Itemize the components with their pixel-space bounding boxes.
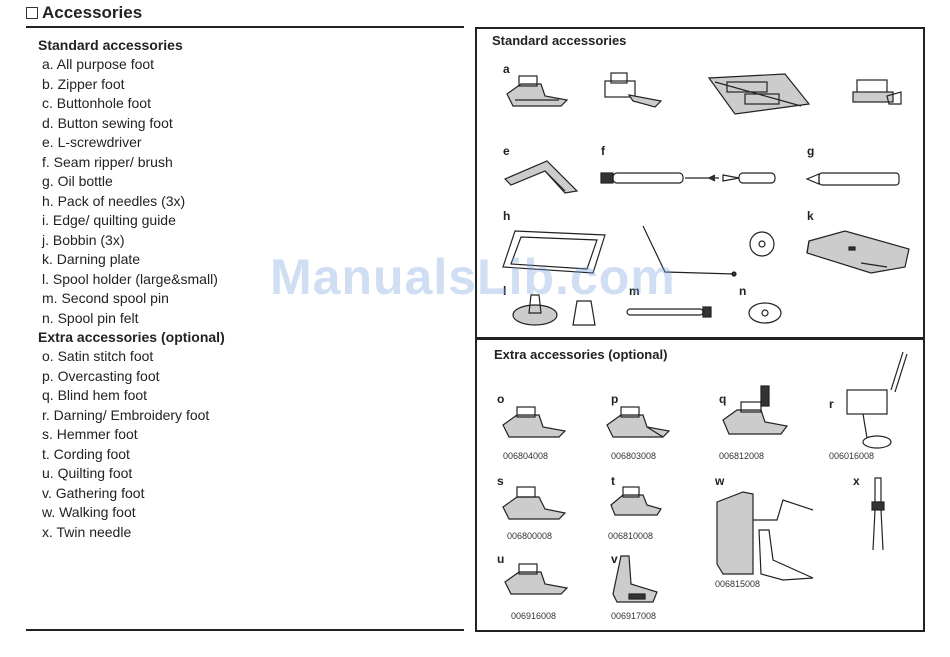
list-item: u. Quilting foot (42, 465, 133, 481)
label-e: e (503, 144, 510, 158)
needles-pack-image (502, 230, 606, 274)
spool-holder-image (512, 294, 596, 326)
label-q: q (719, 392, 727, 406)
page-title: Accessories (26, 3, 142, 23)
list-item: p. Overcasting foot (42, 367, 160, 384)
label-n: n (739, 284, 747, 298)
list-item: b. Zipper foot (42, 75, 125, 92)
page-title-text: Accessories (42, 3, 143, 22)
label-h: h (503, 209, 511, 223)
label-g: g (807, 144, 815, 158)
code-q: 006812008 (719, 451, 765, 461)
extra-accessories-panel: Extra accessories (optional) o 006804008… (475, 338, 925, 632)
code-u: 006916008 (511, 611, 557, 621)
list-item: o. Satin stitch foot (42, 348, 154, 364)
bottom-rule (26, 629, 464, 631)
list-item: s. Hemmer foot (42, 426, 138, 442)
buttonhole-foot-image (707, 73, 811, 115)
top-rule (26, 26, 464, 28)
extra-heading: Extra accessories (optional) (38, 329, 225, 345)
oil-bottle-image (805, 172, 900, 186)
l-screwdriver-image (503, 160, 579, 194)
list-item: q. Blind hem foot (42, 387, 148, 403)
label-o: o (497, 392, 505, 406)
code-v: 006917008 (611, 611, 657, 621)
list-item: i. Edge/ quilting guide (42, 212, 176, 228)
zipper-foot-image (604, 72, 663, 108)
list-item: a. All purpose foot (42, 56, 155, 72)
cording-foot-image (610, 486, 662, 516)
list-item: n. Spool pin felt (42, 309, 139, 326)
label-l: l (503, 284, 507, 298)
seam-ripper-brush-image (600, 172, 776, 184)
satin-stitch-foot-image (502, 406, 567, 438)
label-u: u (497, 552, 505, 566)
label-r: r (829, 397, 834, 411)
darning-embroidery-foot-image (846, 351, 908, 449)
list-item: l. Spool holder (large&small) (42, 270, 218, 287)
list-item: w. Walking foot (42, 504, 136, 520)
panel-standard-heading: Standard accessories (492, 33, 627, 48)
code-t: 006810008 (608, 531, 654, 541)
button-sewing-foot-image (852, 79, 902, 105)
list-item: c. Buttonhole foot (42, 95, 151, 111)
label-v: v (611, 552, 618, 566)
all-purpose-foot-image (506, 75, 569, 107)
overcasting-foot-image (606, 406, 671, 438)
spool-pin-felt-image (748, 302, 782, 324)
quilting-foot-image (504, 563, 569, 595)
list-item: h. Pack of needles (3x) (42, 192, 186, 209)
standard-list: a. All purpose foot b. Zipper foot c. Butt… (42, 55, 458, 328)
label-m: m (629, 284, 640, 298)
label-t: t (611, 474, 615, 488)
list-item: r. Darning/ Embroidery foot (42, 406, 210, 423)
list-item: g. Oil bottle (42, 173, 113, 189)
list-item: v. Gathering foot (42, 484, 145, 501)
bobbin-image (749, 231, 775, 257)
hemmer-foot-image (502, 486, 567, 520)
label-w: w (715, 474, 725, 488)
edge-quilting-guide-image (642, 225, 737, 277)
list-item: m. Second spool pin (42, 290, 169, 306)
panel-extra-heading: Extra accessories (optional) (494, 347, 668, 362)
list-item: f. Seam ripper/ brush (42, 153, 173, 170)
checkbox-icon (26, 7, 38, 19)
code-o: 006804008 (503, 451, 549, 461)
label-s: s (497, 474, 504, 488)
gathering-foot-image (612, 555, 658, 603)
walking-foot-image (716, 491, 814, 581)
list-item: k. Darning plate (42, 251, 141, 267)
list-item: j. Bobbin (3x) (42, 231, 125, 248)
list-item: t. Cording foot (42, 445, 130, 462)
accessories-list: Standard accessories a. All purpose foot… (38, 36, 458, 542)
label-k: k (807, 209, 814, 223)
darning-plate-image (806, 230, 910, 274)
code-w: 006815008 (715, 579, 761, 589)
label-x: x (853, 474, 860, 488)
standard-accessories-panel: Standard accessories a e f g h k l m (475, 27, 925, 339)
twin-needle-image (871, 477, 885, 551)
label-p: p (611, 392, 619, 406)
blind-hem-foot-image (722, 385, 789, 435)
second-spool-pin-image (626, 306, 712, 318)
extra-list: o. Satin stitch foot p. Overcasting foot q… (42, 347, 458, 542)
list-item: x. Twin needle (42, 523, 132, 540)
code-s: 006800008 (507, 531, 553, 541)
label-f: f (601, 144, 605, 158)
list-item: d. Button sewing foot (42, 114, 173, 131)
code-r: 006016008 (829, 451, 875, 461)
label-a: a (503, 62, 510, 76)
standard-heading: Standard accessories (38, 37, 183, 53)
code-p: 006803008 (611, 451, 657, 461)
list-item: e. L-screwdriver (42, 134, 142, 150)
